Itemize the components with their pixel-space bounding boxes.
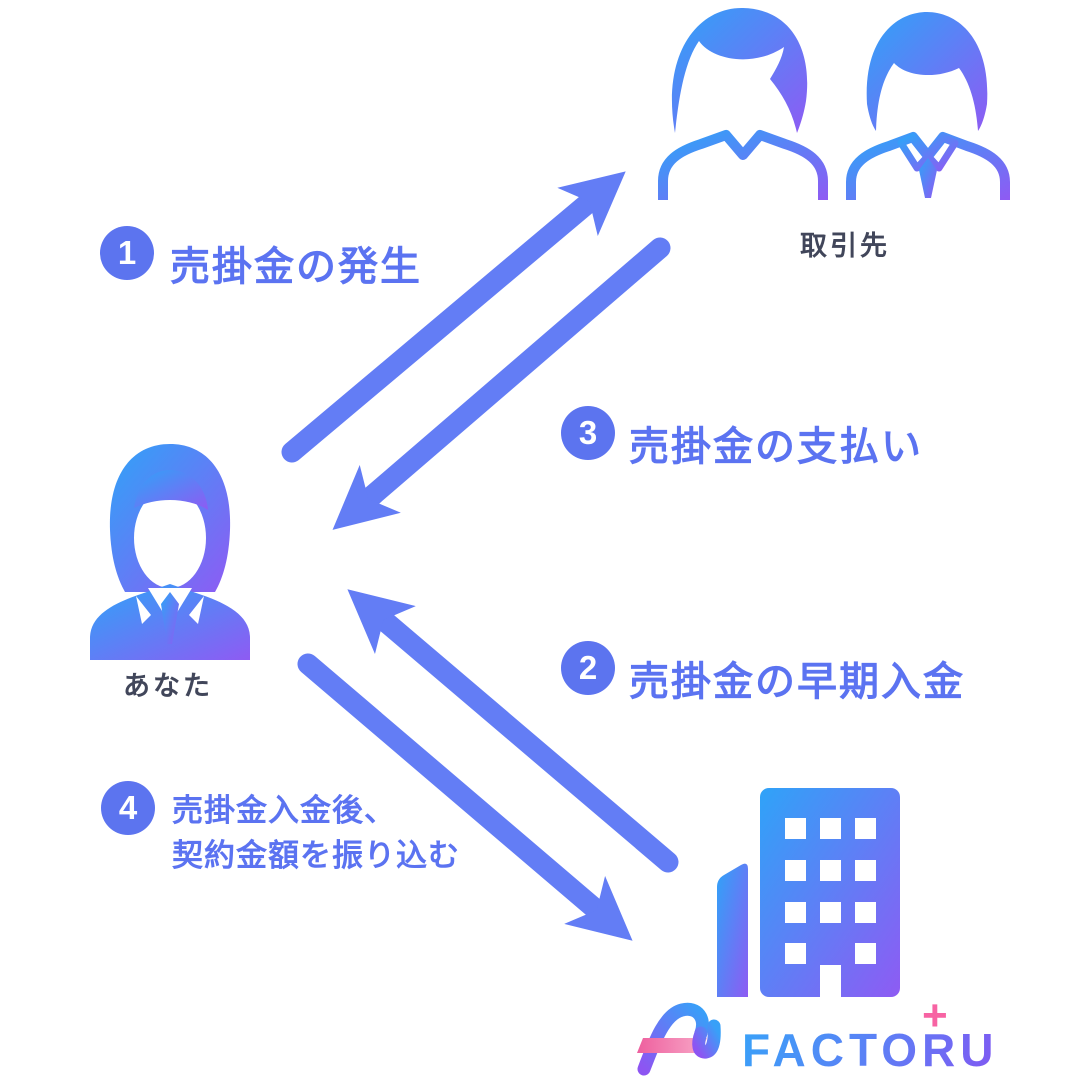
step-2-label: 売掛金の早期入金 <box>629 660 965 704</box>
user-hair-fringe <box>134 470 208 510</box>
woman-icon <box>658 7 828 200</box>
step-2-number: 2 <box>578 649 598 686</box>
step-1-badge: 1 <box>100 226 154 280</box>
factoru-logo-mark <box>637 1002 721 1076</box>
logo-mark-ribbon <box>637 1038 707 1053</box>
step-4-label-line1: 売掛金入金後、 <box>172 793 396 828</box>
step-4-label: 売掛金入金後、 契約金額を振り込む <box>172 788 460 878</box>
arrow-step-1 <box>281 171 626 463</box>
user-lapels <box>136 596 204 624</box>
flow-arrows <box>281 171 679 941</box>
step-2-badge: 2 <box>561 641 615 695</box>
logo-plus-icon: + <box>922 991 948 1040</box>
building-annex <box>717 863 748 997</box>
man-hair <box>866 12 988 131</box>
man-tie <box>919 158 937 198</box>
arrow-step-2 <box>347 589 679 873</box>
client-caption: 取引先 <box>800 231 890 261</box>
user-tie <box>161 592 179 644</box>
step-3-badge: 3 <box>561 406 615 460</box>
woman-shoulders <box>658 130 828 200</box>
step-4-number: 4 <box>118 789 138 826</box>
woman-hair <box>671 7 808 133</box>
arrow-step-4 <box>297 653 633 941</box>
step-3-number: 3 <box>578 414 598 451</box>
factoru-logo-text: FACTORU <box>742 1024 999 1076</box>
clients-icon <box>658 7 1010 200</box>
man-collar <box>897 133 959 172</box>
building-icon <box>717 788 900 997</box>
user-icon <box>90 444 250 660</box>
man-icon <box>846 12 1010 200</box>
arrow-step-3 <box>332 237 671 530</box>
step-4-label-line2: 契約金額を振り込む <box>172 838 460 873</box>
step-4-badge: 4 <box>101 781 155 835</box>
building-windows <box>785 818 876 997</box>
user-caption: あなた <box>123 671 213 701</box>
step-1-label: 売掛金の発生 <box>170 245 422 289</box>
building-door <box>820 965 841 997</box>
logo-mark-hook <box>692 1019 721 1059</box>
step-1-number: 1 <box>117 234 137 271</box>
user-face <box>134 488 206 588</box>
step-3-label: 売掛金の支払い <box>629 425 923 469</box>
